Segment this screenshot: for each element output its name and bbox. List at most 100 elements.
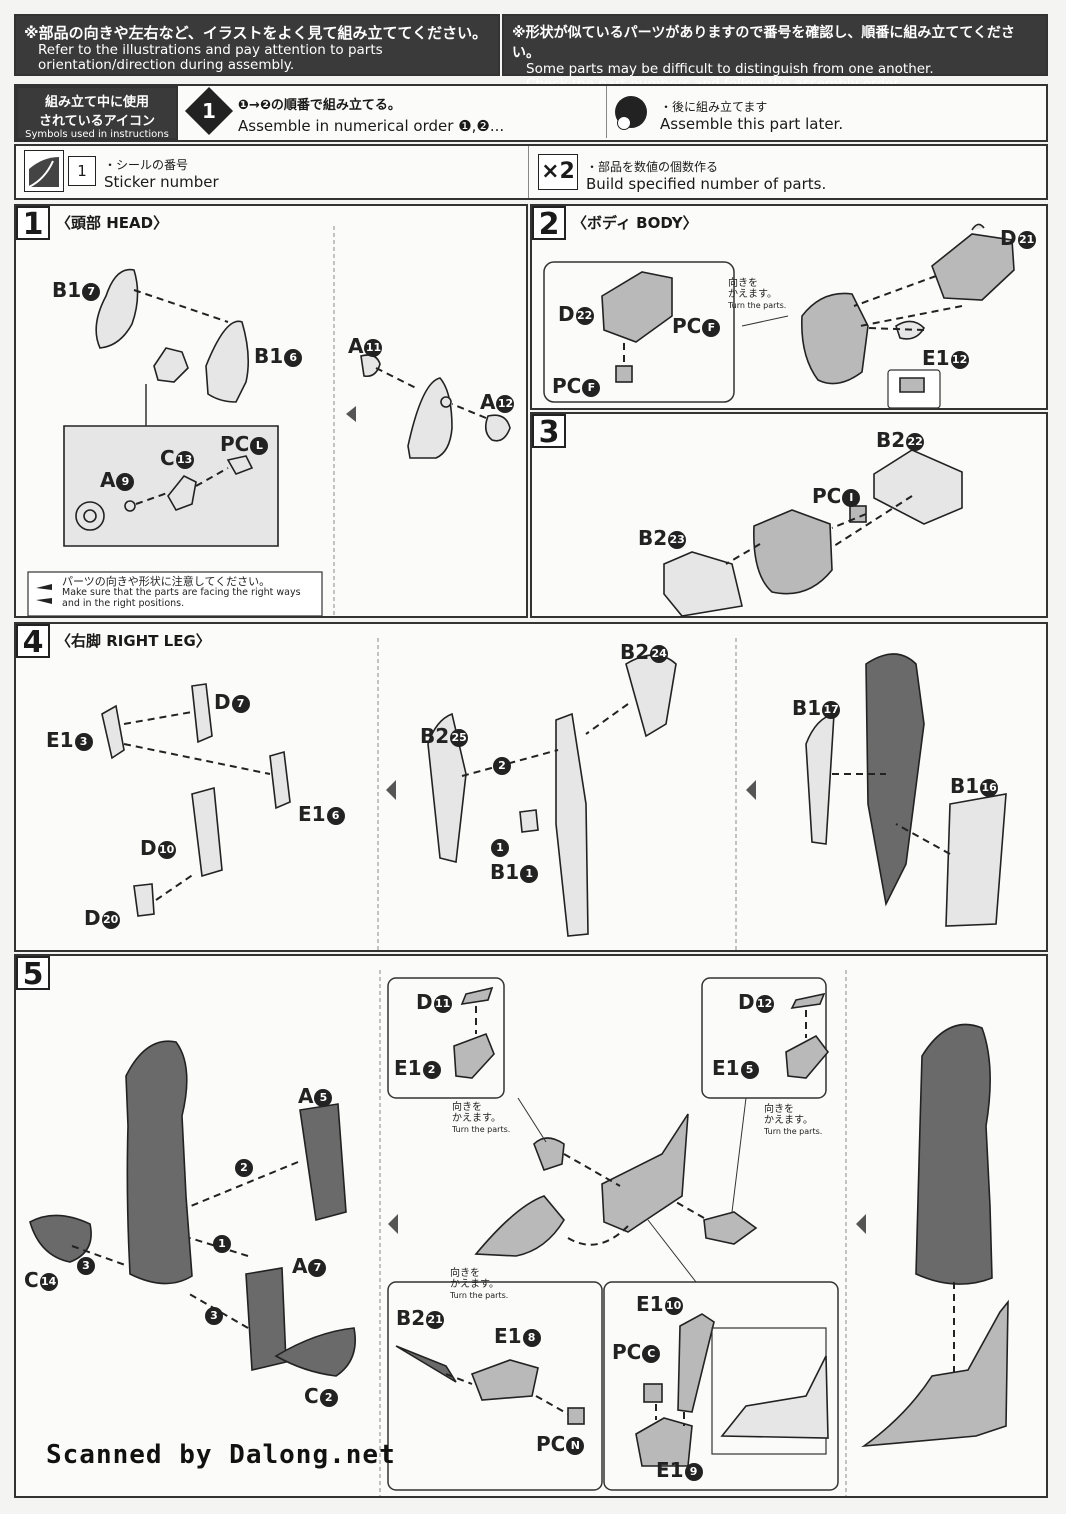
step-4-title: 〈右脚 RIGHT LEG〉 xyxy=(56,632,211,650)
s3-label-b2-22-text: B2 xyxy=(876,428,906,452)
s4-label-b1-17-text: B1 xyxy=(792,696,822,720)
s5-turn-note-3-en: Turn the parts. xyxy=(450,1291,509,1300)
step-1-number: 1 xyxy=(16,206,50,241)
s5-label-e1-2-circ: 2 xyxy=(422,1061,441,1079)
legend-title-en: Symbols used in instructions xyxy=(25,129,169,140)
s5-label-e1-8-text: E1 xyxy=(494,1324,522,1348)
s4-label-e1-3-circ: 3 xyxy=(74,733,93,751)
s5-label-b2-21-text: B2 xyxy=(396,1306,426,1330)
s1-note-en-2: and in the right positions. xyxy=(62,598,185,609)
s1-label-c13-circ: 13 xyxy=(175,451,194,469)
s2-label-d22-text: D xyxy=(558,302,575,326)
step-1-drawing xyxy=(27,226,511,617)
sticker-icon-shape xyxy=(28,157,59,188)
sticker-num: 1 xyxy=(68,156,96,186)
s4-label-b2-25-circ: 25 xyxy=(450,729,469,747)
step-1-title: 〈頭部 HEAD〉 xyxy=(56,214,169,232)
s4-label-b1-17-circ: 17 xyxy=(822,701,841,719)
step-2-number: 2 xyxy=(532,206,566,241)
instruction-page: ※部品の向きや左右など、イラストをよく見て組み立ててください。 Refer to… xyxy=(14,14,1048,1498)
s2-label-d21-circ: 21 xyxy=(1017,231,1036,249)
legend-title-jp-2: されているアイコン xyxy=(39,114,155,129)
s4-label-d20-circ: 20 xyxy=(101,911,120,929)
step-5-drawing xyxy=(29,970,1009,1496)
s1-label-a9-circ: 9 xyxy=(116,473,135,491)
s4-order-2-circ: 2 xyxy=(493,757,511,775)
s3-label-pci-circ: I xyxy=(842,489,861,507)
s5-label-e1-8-circ: 8 xyxy=(522,1329,541,1347)
s2-label-e1-12-circ: 12 xyxy=(950,351,969,369)
s4-order-1: 1 xyxy=(490,834,509,858)
s5-label-a5-text: A xyxy=(298,1084,314,1108)
s4-label-b2-24-text: B2 xyxy=(620,640,650,664)
order-icon-num: 1 xyxy=(202,99,216,123)
sticker-en: Sticker number xyxy=(104,173,219,191)
header-left-en-2: orientation/direction during assembly. xyxy=(38,57,295,73)
s5-label-a7-circ: 7 xyxy=(308,1259,327,1277)
s1-label-a12-text: A xyxy=(480,390,496,414)
s1-label-a11-circ: 11 xyxy=(364,339,383,357)
later-en: Assemble this part later. xyxy=(660,115,844,133)
s1-label-a12-circ: 12 xyxy=(496,395,515,413)
s2-label-e1-12-text: E1 xyxy=(922,346,950,370)
step-4-drawing xyxy=(101,638,1007,950)
s2-label-pcf-2-text: PC xyxy=(552,374,582,398)
legend-row-2 xyxy=(14,144,1048,200)
s1-label-b1-6-circ: 6 xyxy=(284,349,303,367)
s1-note-jp: パーツの向きや形状に注意してください。 xyxy=(62,575,271,588)
s4-label-e1-6-text: E1 xyxy=(298,802,326,826)
s5-order-3a-circ: 3 xyxy=(77,1257,95,1275)
s5-label-a5-circ: 5 xyxy=(314,1089,333,1107)
s5-label-c2-circ: 2 xyxy=(319,1389,338,1407)
step-5-number: 5 xyxy=(16,956,50,991)
step-2-title: 〈ボディ BODY〉 xyxy=(572,214,698,232)
step-2-drawing xyxy=(543,223,1015,409)
header-left: ※部品の向きや左右など、イラストをよく見て組み立ててください。 Refer to… xyxy=(14,14,500,76)
s2-turn-jp-1: 向きを xyxy=(728,278,758,289)
s5-label-pcc-circ: C xyxy=(642,1345,661,1363)
s5-label-d12-circ: 12 xyxy=(755,995,774,1013)
header-right-en-1: Some parts may be difficult to distingui… xyxy=(526,61,934,77)
s4-label-e1-3-text: E1 xyxy=(46,728,74,752)
s2-label-pcf-1-text: PC xyxy=(672,314,702,338)
s2-label-d21-text: D xyxy=(1000,226,1017,250)
s3-label-pci-text: PC xyxy=(812,484,842,508)
s5-turn-note-1-jp-2: かえます。 xyxy=(452,1113,501,1124)
s1-label-a9-text: A xyxy=(100,468,116,492)
s5-label-e1-5-text: E1 xyxy=(712,1056,740,1080)
s5-turn-note-2-jp-2: かえます。 xyxy=(764,1115,813,1126)
s5-label-pcn-circ: N xyxy=(566,1437,585,1455)
s5-order-3b-circ: 3 xyxy=(205,1307,223,1325)
legend-title: 組み立て中に使用 されているアイコン Symbols used in instr… xyxy=(16,86,178,140)
s2-label-pcf-1-circ: F xyxy=(702,319,721,337)
s1-note-en-1: Make sure that the parts are facing the … xyxy=(62,587,301,598)
s4-label-b1-16-text: B1 xyxy=(950,774,980,798)
s5-label-d12-text: D xyxy=(738,990,755,1014)
s5-order-2: 2 xyxy=(234,1154,253,1178)
